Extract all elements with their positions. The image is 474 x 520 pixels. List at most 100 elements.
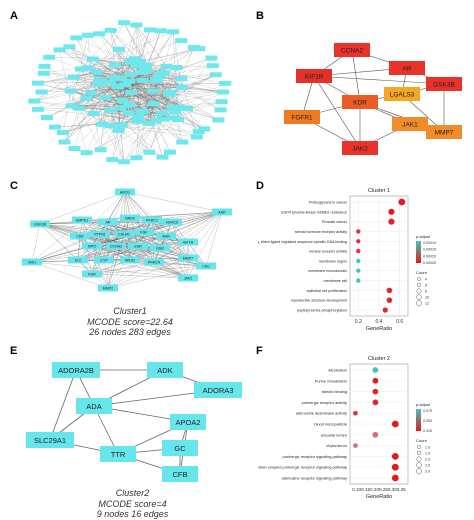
network-node xyxy=(181,106,193,111)
legend-size-label: 2.5 xyxy=(425,463,430,467)
legend-size-label: 2.0 xyxy=(425,457,430,461)
network-node xyxy=(32,81,44,86)
data-point xyxy=(356,239,360,243)
data-point xyxy=(373,389,379,395)
network-node xyxy=(125,72,137,77)
node-label: ESR xyxy=(134,245,142,249)
network-node xyxy=(130,155,142,160)
network-node-ccna2: CCNA2 xyxy=(334,43,370,57)
network-node xyxy=(164,150,176,155)
network-node xyxy=(163,92,175,97)
network-node-jak1: JAK1 xyxy=(22,259,42,266)
node-label: KDR xyxy=(353,100,367,107)
legend-color-title: p.adjust xyxy=(416,402,431,407)
legend-size-circle xyxy=(417,457,421,461)
caption-c-line1: Cluster1 xyxy=(20,306,240,317)
data-point xyxy=(392,453,399,460)
node-label: ADORA3 xyxy=(203,386,234,395)
network-node xyxy=(168,115,180,120)
network-node xyxy=(113,128,125,133)
network-node xyxy=(104,123,116,128)
network-node-jak2: JAK2 xyxy=(342,141,378,155)
network-node xyxy=(49,125,61,130)
network-node xyxy=(87,57,99,62)
legend-size-title: Count xyxy=(416,270,428,275)
node-label: CCNA2 xyxy=(341,48,363,55)
network-node xyxy=(216,99,228,104)
node-label: JAK2 xyxy=(352,146,368,153)
network-node xyxy=(169,109,181,114)
panel-letter-c: C xyxy=(10,180,18,192)
network-node xyxy=(217,90,229,95)
node-label: MMP7 xyxy=(435,130,454,137)
network-node xyxy=(171,65,183,70)
network-node xyxy=(147,88,159,93)
network-node xyxy=(91,70,103,75)
network-node xyxy=(36,90,48,95)
network-node xyxy=(143,150,155,155)
node-label: PKRC1 xyxy=(146,219,158,223)
legend-size-circle xyxy=(417,451,421,455)
network-node-cdc: CDC xyxy=(196,263,216,270)
node-label: KDR xyxy=(88,273,96,277)
network-node-pkrc1: PKRC1 xyxy=(142,217,162,224)
x-axis-label: GeneRatio xyxy=(366,494,392,500)
network-node-mmp7: MMP7 xyxy=(426,125,462,139)
network-node-slc: SLC xyxy=(68,257,88,264)
network-node xyxy=(104,79,116,84)
network-node xyxy=(63,44,75,49)
legend-size-circle xyxy=(417,289,421,293)
y-tick-label: epithelial cell proliferation xyxy=(307,289,347,293)
network-node-hdac6: HDAC6 xyxy=(162,219,182,226)
network-node-ttr: TTR xyxy=(100,446,136,462)
network-node-fgf: FGF xyxy=(134,229,154,236)
network-node-ar: AR xyxy=(389,61,425,75)
network-node-abcg: ABCG xyxy=(115,189,135,196)
node-label: CYP xyxy=(100,259,108,263)
dotplot-f: Cluster 20.100.150.200.250.300.35GeneRat… xyxy=(258,350,470,510)
node-label: APOA2 xyxy=(175,418,200,427)
network-node-cyp: CYP xyxy=(94,257,114,264)
legend-color-title: p.adjust xyxy=(416,234,431,239)
y-tick-label: membrane region xyxy=(319,259,347,263)
network-node-jak1: JAK1 xyxy=(392,117,428,131)
network-node-ada: ADA xyxy=(76,398,112,414)
network-edge xyxy=(206,212,222,266)
node-label: FGF xyxy=(140,231,148,235)
legend-size-circle xyxy=(417,463,422,468)
network-node xyxy=(81,96,93,101)
legend-size-label: 6 xyxy=(425,283,427,287)
legend-color-bar xyxy=(416,409,421,431)
node-label: CALM1 xyxy=(118,233,130,237)
legend-size-label: 1.0 xyxy=(425,445,430,449)
network-node xyxy=(191,135,203,140)
network-node xyxy=(219,81,231,86)
node-label: LGALS3 xyxy=(390,92,415,99)
network-node xyxy=(65,88,77,93)
node-label: JAK2 xyxy=(184,277,193,281)
network-node-cdk: CDK xyxy=(70,233,90,240)
network-node xyxy=(105,28,117,33)
x-tick-label: 0.6 xyxy=(396,319,403,325)
network-node-smpd1: SMPD1 xyxy=(72,217,92,224)
network-node xyxy=(43,55,55,60)
legend-size-label: 12 xyxy=(425,301,429,305)
network-node xyxy=(68,75,80,80)
x-tick-label: 0.2 xyxy=(355,319,362,325)
network-edge xyxy=(314,76,444,84)
network-node xyxy=(207,63,219,68)
network-node xyxy=(106,157,118,162)
network-node xyxy=(157,155,169,160)
data-point xyxy=(356,278,360,282)
network-node-adora3: ADORA3 xyxy=(194,382,242,398)
data-point xyxy=(373,432,379,438)
chart-title: Cluster 2 xyxy=(368,356,390,362)
network-node-prkca: PRKCA xyxy=(144,259,164,266)
network-node xyxy=(131,119,143,124)
network-node-mmp2: MMP2 xyxy=(98,285,118,292)
network-node xyxy=(132,114,144,119)
node-label: ADA xyxy=(86,402,101,411)
network-node xyxy=(210,72,222,77)
